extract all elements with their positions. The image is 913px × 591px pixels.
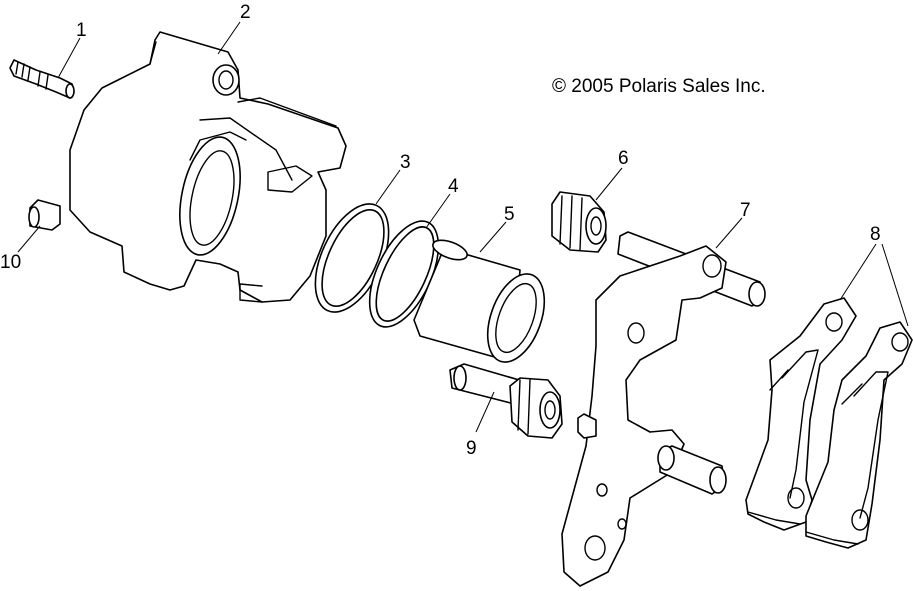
leader-5 bbox=[479, 221, 507, 253]
leader-7 bbox=[715, 217, 743, 249]
callout-leaders bbox=[17, 21, 909, 433]
part-5-piston bbox=[413, 239, 546, 363]
callout-9: 9 bbox=[466, 438, 477, 459]
leader-8a bbox=[839, 243, 877, 301]
part-8-brake-pads bbox=[745, 297, 913, 549]
callout-7: 7 bbox=[740, 200, 751, 221]
leader-8b bbox=[881, 243, 909, 327]
callout-1: 1 bbox=[76, 20, 87, 41]
callout-5: 5 bbox=[504, 204, 515, 225]
leader-10 bbox=[17, 225, 41, 253]
callout-3: 3 bbox=[400, 152, 411, 173]
leader-1 bbox=[57, 37, 81, 79]
copyright-notice: © 2005 Polaris Sales Inc. bbox=[552, 76, 766, 97]
part-1-bleeder-screw bbox=[9, 59, 75, 99]
part-6-pin-boot bbox=[551, 191, 607, 253]
leader-4 bbox=[425, 193, 451, 229]
callout-2: 2 bbox=[240, 2, 251, 23]
callout-6: 6 bbox=[618, 148, 629, 169]
part-9-slide-pin bbox=[449, 363, 563, 439]
callout-labels: 1 2 3 4 5 6 7 8 9 10 bbox=[0, 2, 881, 459]
part-10-bushing bbox=[28, 199, 61, 231]
part-7-caliper-bracket bbox=[561, 231, 766, 587]
leader-2 bbox=[217, 21, 241, 55]
callout-10: 10 bbox=[0, 252, 21, 273]
callout-8: 8 bbox=[870, 224, 881, 245]
part-2-caliper-body bbox=[69, 31, 347, 303]
leader-9 bbox=[475, 391, 495, 433]
part-3-seal bbox=[314, 203, 390, 313]
leader-3 bbox=[375, 169, 401, 205]
leader-6 bbox=[595, 167, 623, 201]
callout-4: 4 bbox=[448, 176, 459, 197]
